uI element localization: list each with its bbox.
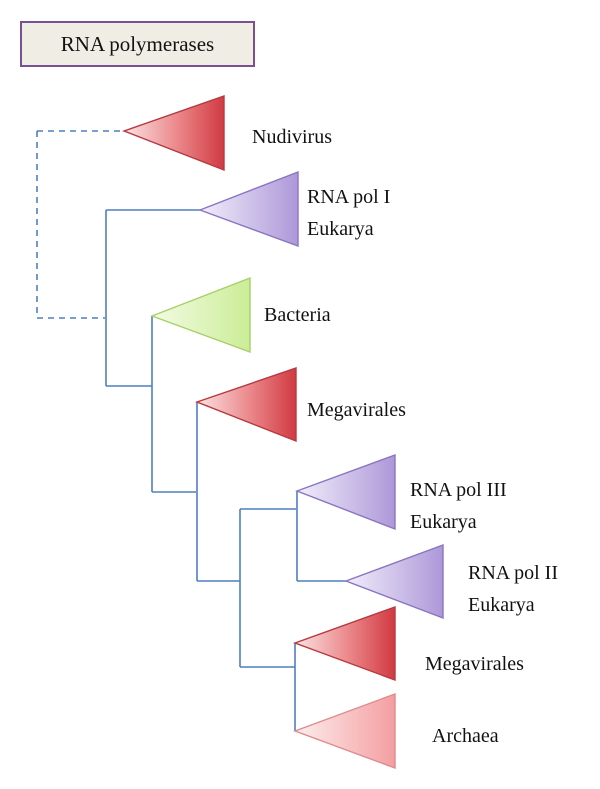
clade-label-rna-pol-iii-0: RNA pol III: [410, 479, 507, 501]
branch-n1: [105, 209, 200, 387]
clade-triangle-nudivirus: [121, 95, 225, 172]
branch-n2: [151, 316, 196, 493]
clade-triangle-bacteria: [150, 276, 251, 354]
clade-label-rna-pol-ii-0: RNA pol II: [468, 562, 558, 584]
clade-triangle-rna-pol-i: [198, 170, 299, 248]
clade-triangle-rna-pol-iii: [295, 453, 396, 531]
clade-label-bacteria-0: Bacteria: [264, 304, 331, 326]
diagram-title: RNA polymerases: [20, 21, 255, 67]
clade-label-rna-pol-i-0: RNA pol I: [307, 186, 390, 208]
clade-triangle-rna-pol-ii: [344, 543, 444, 620]
branch-n3: [196, 402, 240, 582]
clade-label-rna-pol-iii-1: Eukarya: [410, 511, 477, 533]
clade-triangle-archaea: [292, 692, 396, 770]
clade-label-rna-pol-i-1: Eukarya: [307, 218, 374, 240]
root-branch-dashed: [36, 130, 124, 319]
clade-triangle-megavirales-2: [292, 606, 396, 682]
clade-label-rna-pol-ii-1: Eukarya: [468, 594, 535, 616]
clade-label-nudivirus-0: Nudivirus: [252, 126, 332, 148]
clade-triangle-megavirales-1: [194, 367, 297, 443]
branch-n5: [296, 491, 346, 582]
clade-label-archaea-0: Archaea: [432, 725, 499, 747]
branch-n4: [239, 508, 296, 668]
clade-label-megavirales-2-0: Megavirales: [425, 653, 524, 675]
clade-label-megavirales-1-0: Megavirales: [307, 399, 406, 421]
